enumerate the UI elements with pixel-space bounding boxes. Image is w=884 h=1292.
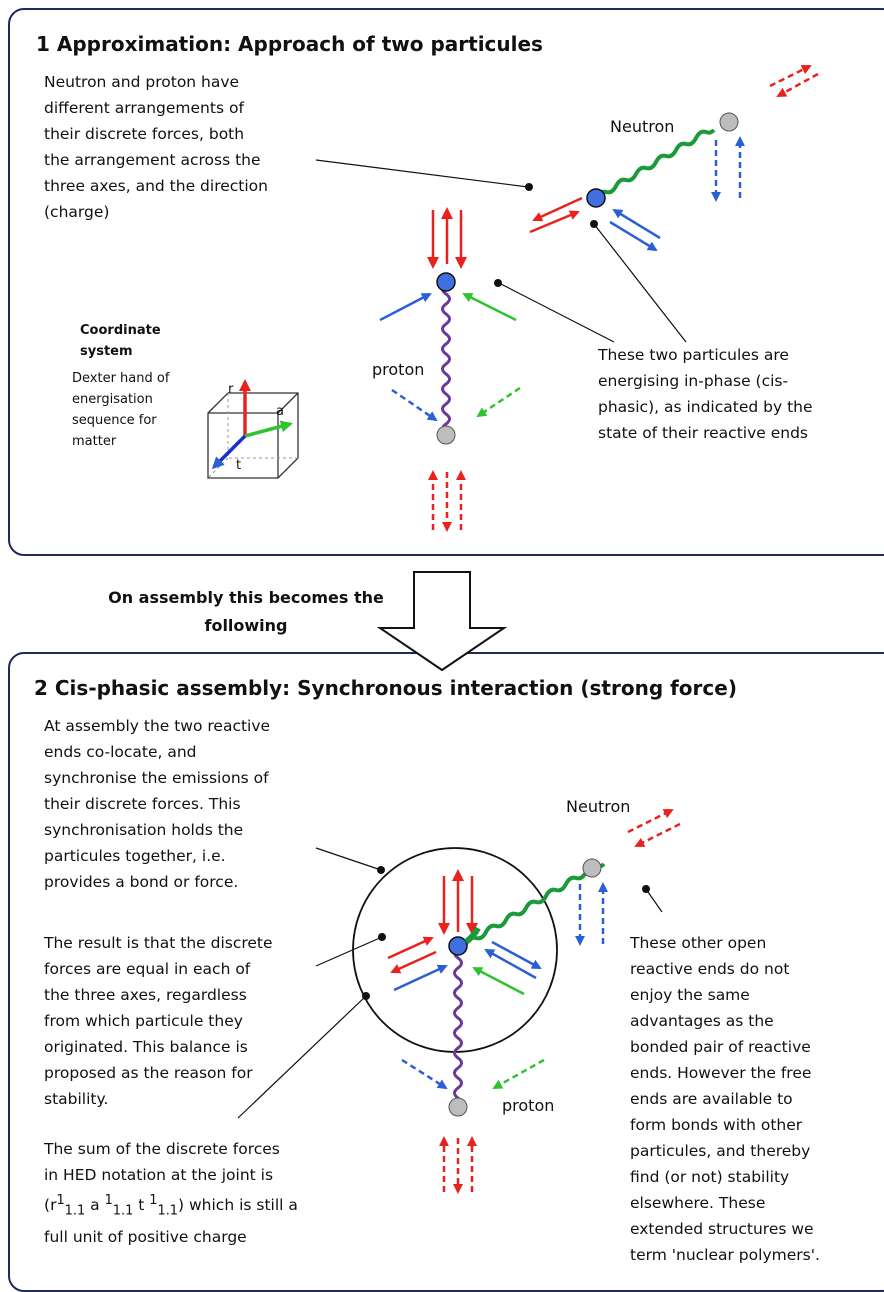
neutron-group-2	[464, 808, 681, 946]
leader-lines-1	[315, 159, 687, 343]
hed-a: a	[90, 1196, 100, 1215]
neutron-group-1	[529, 64, 819, 252]
proton-t-arrow-in	[379, 292, 432, 322]
hed-tail: ) which is still a	[178, 1196, 298, 1215]
neutron-string-2	[464, 862, 606, 945]
coordinate-description: Dexter hand of energisation sequence for…	[72, 371, 170, 449]
neutron-open-end-2	[582, 858, 602, 878]
neutron-open-end-1	[719, 112, 739, 132]
hed-sum-line-2: in HED notation at the joint is	[44, 1166, 274, 1184]
neutron-label-2: Neutron	[566, 797, 631, 816]
transition-arrow	[376, 571, 508, 672]
proton-open-t-arrow-2	[401, 1058, 448, 1090]
neutron-string-1	[594, 128, 716, 199]
proton-group-1	[379, 207, 521, 532]
neutron-t-arrow-out	[609, 220, 658, 252]
section2-title: 2 Cis-phasic assembly: Synchronous inter…	[34, 676, 737, 700]
neutron-reactive-end-1	[586, 188, 606, 208]
assembly-description: At assembly the two reactive ends co-loc…	[44, 717, 271, 891]
phase-note: These two particules are energising in-p…	[598, 346, 813, 442]
open-ends-description: These other open reactive ends do not en…	[630, 934, 820, 1264]
proton-group-2	[401, 946, 545, 1194]
hed-sum-block: The sum of the discrete forces in HED no…	[44, 1136, 298, 1250]
proton-open-end-1	[436, 425, 456, 445]
proton-string-2	[453, 946, 463, 1110]
leader-lines-2	[237, 847, 663, 1119]
section1-description: Neutron and proton have different arrang…	[44, 73, 268, 221]
joint-reactive-end	[448, 936, 468, 956]
proton-label-1: proton	[372, 360, 425, 379]
neutron-open-r-arrow-1	[769, 64, 812, 88]
result-description: The result is that the discrete forces a…	[44, 934, 273, 1108]
neutron-t-arrow-in	[612, 208, 661, 240]
axis-t-label: t	[236, 458, 242, 473]
hed-sum-line-4: full unit of positive charge	[44, 1228, 247, 1247]
joint-forces	[387, 869, 542, 996]
proton-a-arrow-in	[462, 292, 517, 322]
coordinate-title: Coordinate system	[80, 323, 161, 359]
approximation-panel	[8, 8, 884, 556]
hed-t: t	[138, 1196, 145, 1215]
axis-r-label: r	[228, 382, 234, 397]
hed-r: r	[50, 1196, 57, 1215]
a-axis-arrow	[244, 420, 293, 438]
transition-text: On assembly this becomes the following	[108, 588, 384, 635]
proton-open-t-arrow	[391, 388, 438, 422]
proton-open-a-arrow	[476, 386, 521, 418]
proton-open-a-arrow-2	[492, 1058, 545, 1090]
proton-string-1	[441, 282, 451, 436]
proton-reactive-end-1	[436, 272, 456, 292]
t-axis-arrow	[211, 434, 247, 470]
neutron-open-r-arrow-3	[627, 808, 674, 834]
section1-title: 1 Approximation: Approach of two particu…	[36, 32, 543, 56]
hed-sum-line-1: The sum of the discrete forces	[44, 1140, 280, 1158]
neutron-r-arrow-out	[532, 196, 583, 222]
hed-notation: (r11.1 a 11.1 t 11.1) which is still a	[44, 1193, 298, 1219]
neutron-label-1: Neutron	[610, 117, 675, 136]
neutron-open-r-arrow-2	[776, 72, 819, 98]
axis-a-label: a	[276, 404, 284, 419]
neutron-joint-end	[464, 926, 481, 945]
proton-open-end-2	[448, 1097, 468, 1117]
neutron-open-r-arrow-4	[634, 822, 681, 848]
coordinate-cube	[207, 379, 299, 479]
proton-label-2: proton	[502, 1096, 555, 1115]
neutron-r-arrow-in	[529, 210, 580, 234]
